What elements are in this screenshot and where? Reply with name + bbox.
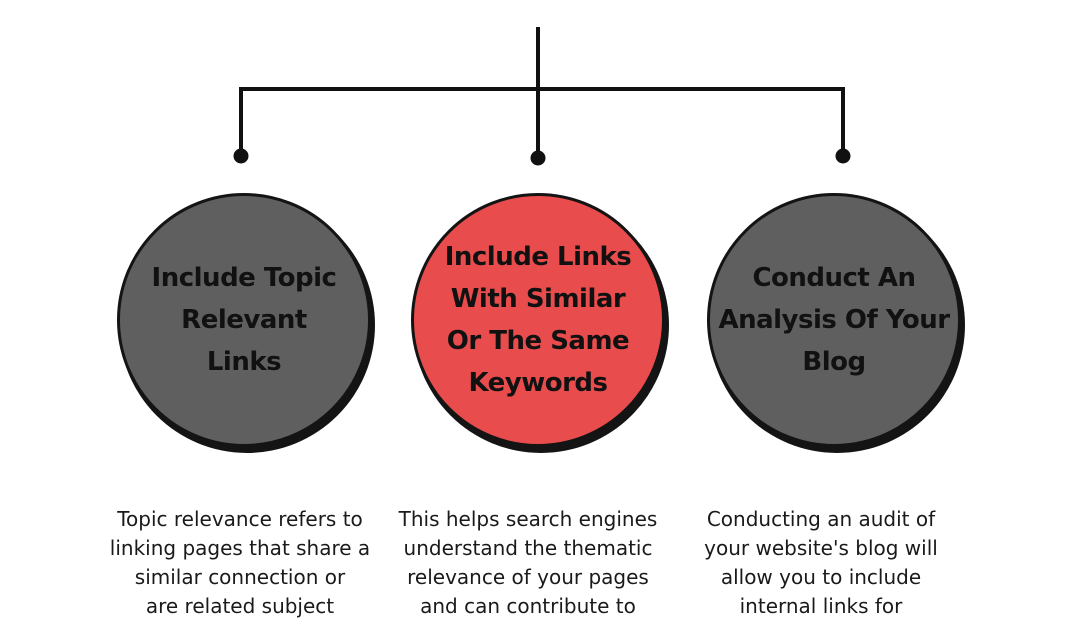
circle-fill: Include Links With Similar Or The Same K… <box>411 193 665 447</box>
circle-fill: Conduct An Analysis Of Your Blog <box>707 193 961 447</box>
circle-title-1: Include Topic Relevant Links <box>151 263 337 377</box>
description-3: Conducting an audit of your website's bl… <box>704 507 938 618</box>
node-dot-center <box>530 150 546 166</box>
circle-fill: Include Topic Relevant Links <box>117 193 371 447</box>
circle-title-2: Include Links With Similar Or The Same K… <box>444 242 632 398</box>
node-dot-left <box>233 148 249 164</box>
topic-circle-3: Conduct An Analysis Of Your Blog <box>707 193 969 455</box>
topic-circle-1: Include Topic Relevant Links <box>117 193 379 455</box>
description-1: Topic relevance refers to linking pages … <box>109 507 371 618</box>
circle-title-3: Conduct An Analysis Of Your Blog <box>718 263 950 377</box>
node-dot-right <box>835 148 851 164</box>
description-2: This helps search engines understand the… <box>398 507 658 618</box>
topic-circle-2: Include Links With Similar Or The Same K… <box>411 193 673 455</box>
connector-lines <box>233 27 851 166</box>
